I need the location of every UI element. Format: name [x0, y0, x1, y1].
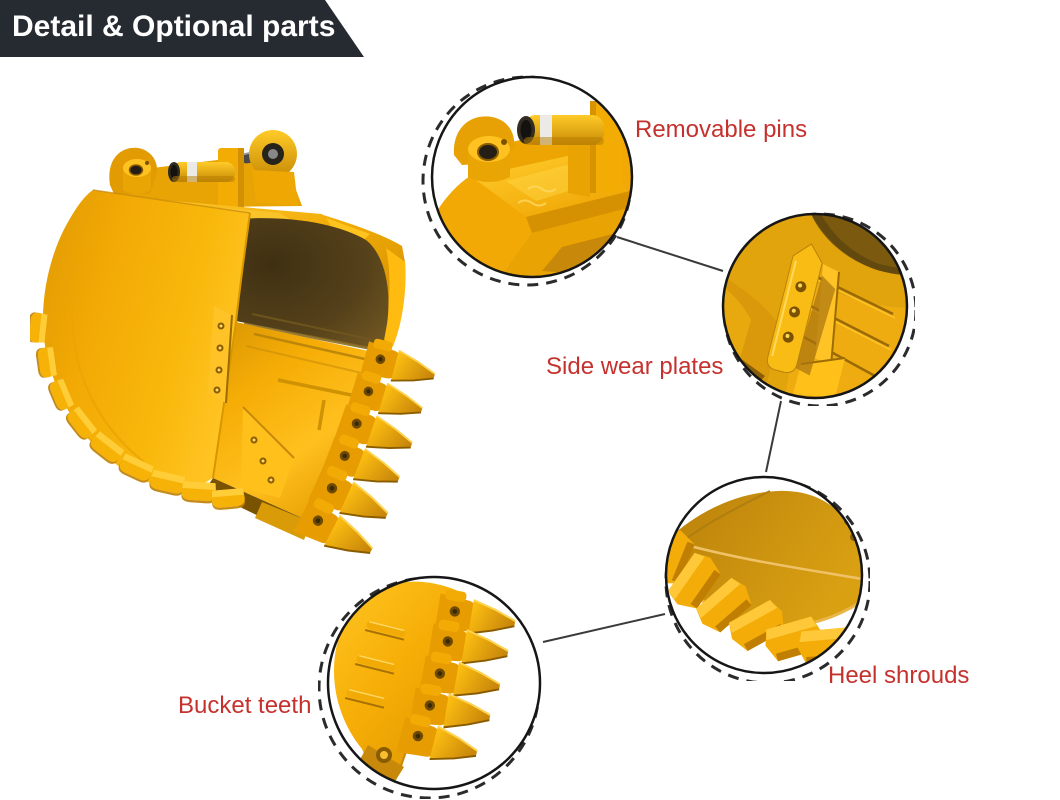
label-removable-pins: Removable pins — [635, 116, 808, 143]
callout-circle-bucket-teeth — [318, 575, 542, 799]
solid-ring — [326, 575, 542, 791]
connector-plates-to-heel — [765, 400, 782, 473]
callout-circle-heel-shrouds — [664, 475, 870, 681]
connector-heel-to-teeth — [542, 613, 666, 643]
connector-pins-to-plates — [616, 236, 724, 272]
page-title: Detail & Optional parts — [12, 10, 336, 43]
bucket-interior — [209, 218, 389, 351]
solid-ring — [430, 75, 634, 279]
bucket-side-panel — [42, 189, 251, 490]
bucket-top-bracket — [109, 130, 302, 210]
label-bucket-teeth: Bucket teeth — [178, 692, 312, 719]
banner-shape — [0, 0, 364, 57]
side-wear-plate-strip — [208, 306, 233, 404]
solid-ring — [664, 475, 864, 675]
label-side-wear-plates: Side wear plates — [546, 353, 724, 380]
excavator-bucket-image — [30, 130, 441, 568]
corner-shroud — [241, 406, 295, 498]
title-banner: Detail & Optional parts — [0, 0, 380, 58]
callout-circle-side-wear-plates — [721, 212, 915, 406]
callout-circle-removable-pins — [421, 75, 634, 287]
solid-ring — [721, 212, 909, 400]
label-heel-shrouds: Heel shrouds — [828, 662, 970, 689]
teeth-closeup — [334, 581, 520, 783]
heel-shrouds-closeup — [666, 490, 862, 666]
